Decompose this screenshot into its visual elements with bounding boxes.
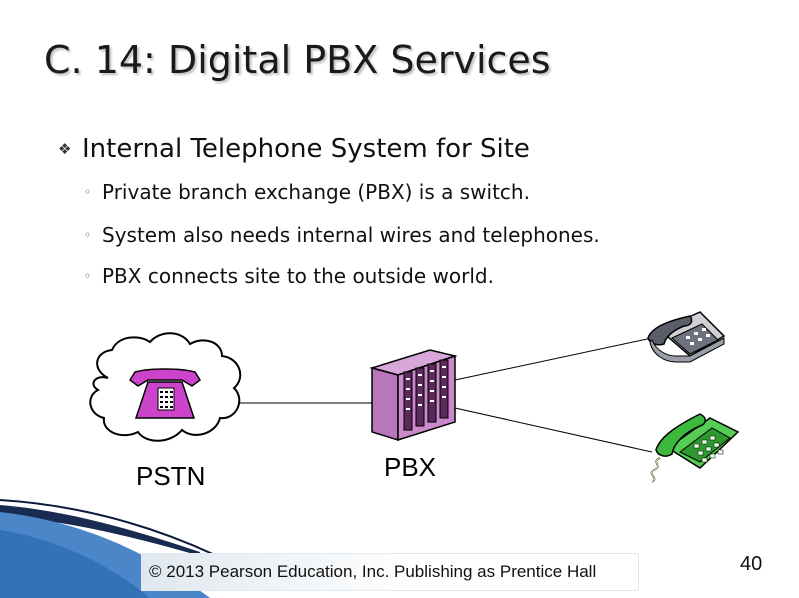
copyright-text: © 2013 Pearson Education, Inc. Publishin…: [149, 562, 597, 581]
pbx-deskphone-line: [454, 337, 653, 381]
footer-banner: [141, 553, 639, 591]
slide-title: C. 14: Digital PBX Services: [44, 38, 551, 82]
desk-telephone-icon: [647, 311, 726, 363]
pstn-label: PSTN: [136, 461, 206, 491]
sub-bullet-text: PBX connects site to the outside world.: [102, 264, 494, 288]
circle-bullet-icon: ◦: [84, 228, 92, 242]
pbx-label: PBX: [384, 452, 437, 482]
pbx-greenphone-line: [454, 407, 653, 453]
pbx-cabinet-icon: [369, 349, 458, 442]
main-bullet-text: Internal Telephone System for Site: [82, 134, 530, 164]
sub-bullet-text: Private branch exchange (PBX) is a switc…: [102, 180, 530, 204]
circle-bullet-icon: ◦: [84, 185, 92, 199]
pstn-telephone-icon: [128, 368, 202, 419]
page-number: 40: [740, 553, 763, 575]
sub-bullet-2: ◦ System also needs internal wires and te…: [84, 222, 600, 248]
circle-bullet-icon: ◦: [84, 269, 92, 283]
sub-bullet-1: ◦ Private branch exchange (PBX) is a swit…: [84, 179, 530, 205]
sub-bullet-3: ◦ PBX connects site to the outside world.: [84, 263, 494, 289]
green-telephone-icon: [650, 413, 740, 483]
sub-bullet-text: System also needs internal wires and tel…: [102, 223, 600, 247]
bullet-icon: ❖: [58, 140, 72, 158]
